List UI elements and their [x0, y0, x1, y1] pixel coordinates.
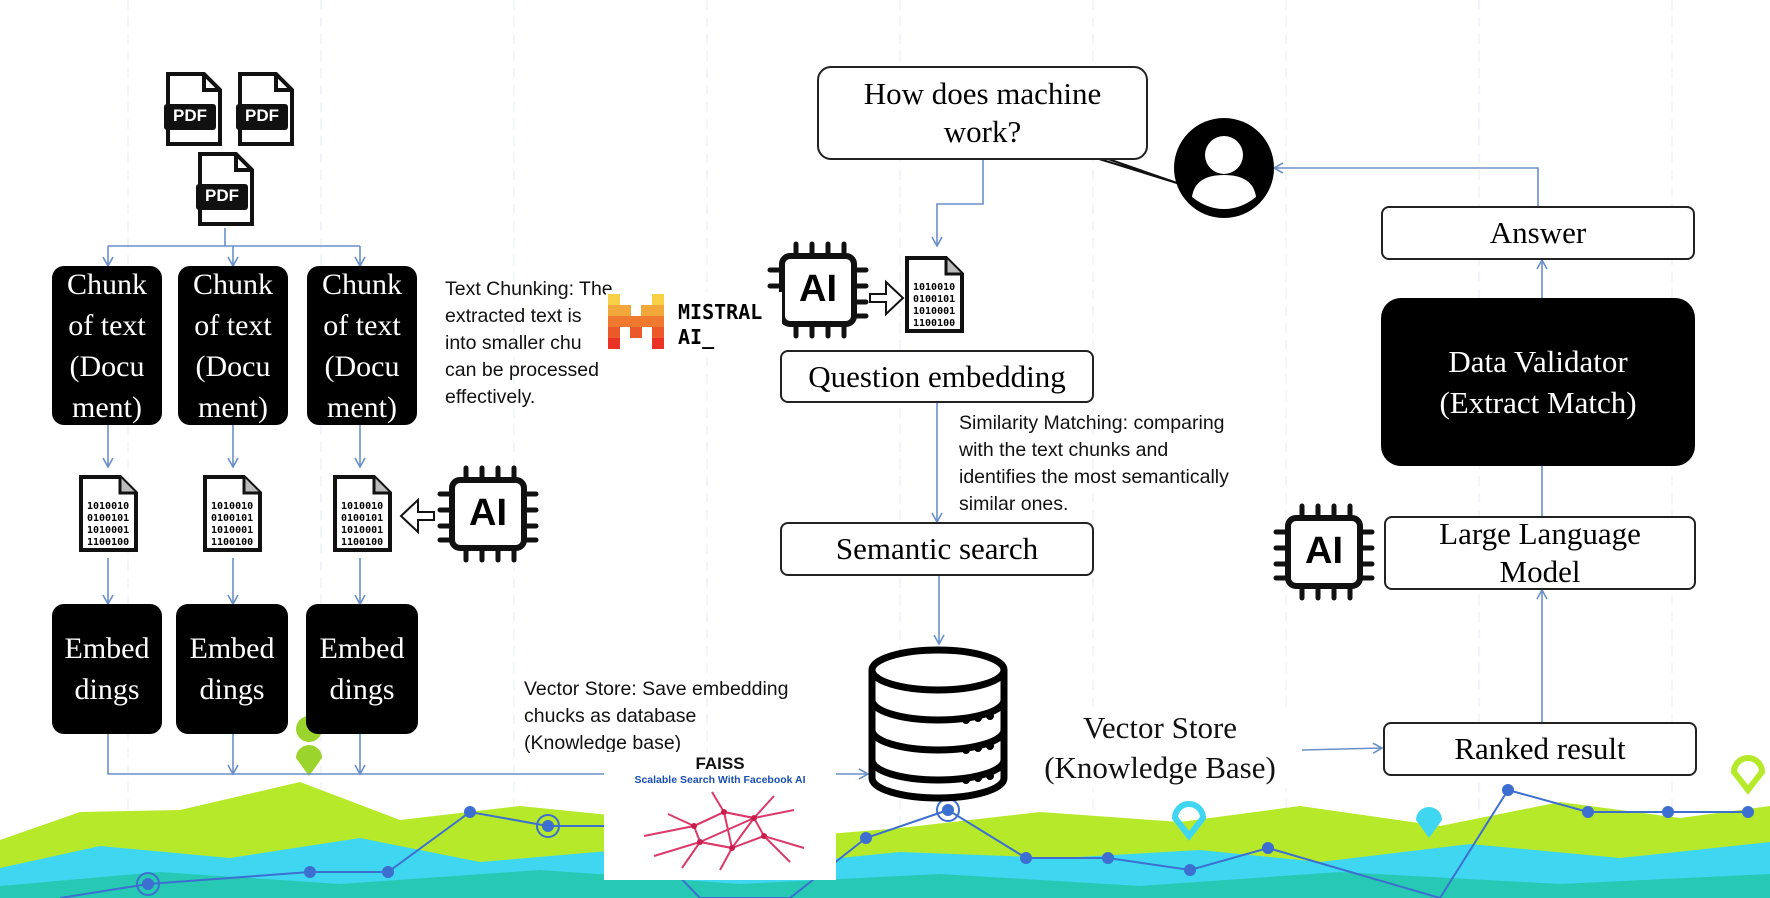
binary-line: 1010010 — [341, 501, 384, 512]
answer-box: Answer — [1381, 206, 1695, 260]
database-icon — [866, 644, 1010, 802]
binary-line: 1100100 — [913, 318, 956, 329]
binary-line: 1100100 — [211, 537, 254, 548]
pdf-file-icon: PDF — [196, 152, 256, 228]
data-validator-title: Data Validator — [1448, 344, 1628, 379]
note-line: extracted text is — [445, 305, 582, 327]
note-line: Vector Store: Save embedding — [524, 678, 789, 700]
note-line: into smaller chu — [445, 332, 582, 354]
chunk-box: Chunk of text (Docu ment) — [178, 266, 288, 425]
binary-line: 0100101 — [913, 294, 956, 305]
pdf-file-icon: PDF — [236, 72, 296, 148]
llm-label: Model — [1499, 554, 1581, 589]
embedding-box: Embed dings — [176, 604, 288, 734]
note-line: chucks as database — [524, 705, 697, 727]
ranked-result-box: Ranked result — [1383, 722, 1697, 776]
pdf-label: PDF — [173, 106, 207, 125]
ai-chip-label: AI — [1305, 530, 1343, 572]
question-embedding-label: Question embedding — [808, 358, 1066, 394]
embedding-label: Embed dings — [64, 632, 150, 706]
binary-line: 1100100 — [341, 537, 384, 548]
binary-line: 0100101 — [341, 513, 384, 524]
decorative-landscape — [0, 782, 1770, 898]
vector-store-label: Vector Store (Knowledge Base) — [1030, 708, 1290, 788]
note-line: with the text chunks and — [959, 439, 1169, 461]
similarity-matching-note: Similarity Matching: comparing with the … — [959, 410, 1229, 518]
binary-line: 1010001 — [211, 525, 254, 536]
semantic-search-box: Semantic search — [780, 522, 1094, 576]
vector-store-title: Vector Store — [1082, 710, 1238, 745]
hollow-arrow-right — [869, 279, 905, 317]
vector-store-note: Vector Store: Save embedding chucks as d… — [524, 676, 789, 757]
question-text: How does machine — [863, 76, 1102, 111]
mistral-ai-logo: MISTRAL AI_ — [606, 292, 782, 354]
faiss-title: FAISS — [695, 754, 745, 773]
note-line: (Knowledge base) — [524, 732, 682, 754]
binary-line: 0100101 — [87, 513, 130, 524]
embedding-label: Embed dings — [319, 632, 405, 706]
question-embedding-box: Question embedding — [780, 350, 1094, 403]
ai-chip-label: AI — [799, 268, 837, 310]
mistral-text: MISTRAL — [678, 300, 763, 324]
llm-box: Large Language Model — [1384, 516, 1696, 590]
note-line: Text Chunking: The — [445, 278, 613, 300]
ranked-result-label: Ranked result — [1454, 731, 1626, 766]
binary-line: 1100100 — [87, 537, 130, 548]
binary-line: 1010010 — [211, 501, 254, 512]
binary-line: 1010001 — [87, 525, 130, 536]
question-text: work? — [943, 114, 1022, 149]
binary-line: 1010001 — [913, 306, 956, 317]
llm-label: Large Language — [1439, 516, 1641, 551]
chunk-box: Chunk of text (Docu ment) — [307, 266, 417, 425]
binary-line: 1010010 — [913, 282, 956, 293]
ai-chip-icon: AI — [1272, 502, 1376, 602]
note-line: can be processed — [445, 359, 599, 381]
data-validator-box: Data Validator (Extract Match) — [1381, 298, 1695, 466]
user-avatar-icon — [1173, 117, 1275, 219]
decorative-network-line — [59, 784, 1754, 898]
semantic-search-label: Semantic search — [835, 531, 1039, 566]
embedding-box: Embed dings — [52, 604, 162, 734]
note-line: identifies the most semantically — [959, 466, 1229, 488]
text-chunking-note: Text Chunking: The extracted text is int… — [445, 276, 613, 411]
pdf-file-icon: PDF — [164, 72, 224, 148]
note-line: similar ones. — [959, 493, 1069, 515]
binary-line: 1010010 — [87, 501, 130, 512]
binary-line: 1010001 — [341, 525, 384, 536]
ai-chip-label: AI — [469, 492, 507, 534]
faiss-network-graphic — [643, 791, 805, 871]
chunk-label: Chunk of text (Docu ment) — [321, 267, 402, 424]
embedding-box: Embed dings — [306, 604, 418, 734]
question-bubble: How does machine work? — [817, 66, 1148, 160]
chunk-box: Chunk of text (Docu ment) — [52, 266, 162, 425]
binary-line: 0100101 — [211, 513, 254, 524]
note-line: Similarity Matching: comparing — [959, 412, 1225, 434]
note-line: effectively. — [445, 386, 536, 408]
ai-chip-icon: AI — [436, 464, 540, 564]
faiss-logo: FAISS Scalable Search With Facebook AI — [604, 752, 836, 880]
embedding-label: Embed dings — [189, 632, 275, 706]
chunk-label: Chunk of text (Docu ment) — [66, 267, 147, 424]
ai-chip-icon: AI — [766, 240, 870, 340]
vector-store-subtitle: (Knowledge Base) — [1044, 750, 1276, 785]
mistral-text: AI_ — [678, 325, 715, 349]
answer-label: Answer — [1489, 215, 1587, 250]
faiss-subtitle: Scalable Search With Facebook AI — [634, 774, 806, 786]
hollow-arrow-left — [399, 497, 435, 535]
pdf-label: PDF — [245, 106, 279, 125]
data-validator-subtitle: (Extract Match) — [1439, 385, 1637, 420]
chunk-label: Chunk of text (Docu ment) — [192, 267, 273, 424]
pdf-label: PDF — [205, 186, 239, 205]
